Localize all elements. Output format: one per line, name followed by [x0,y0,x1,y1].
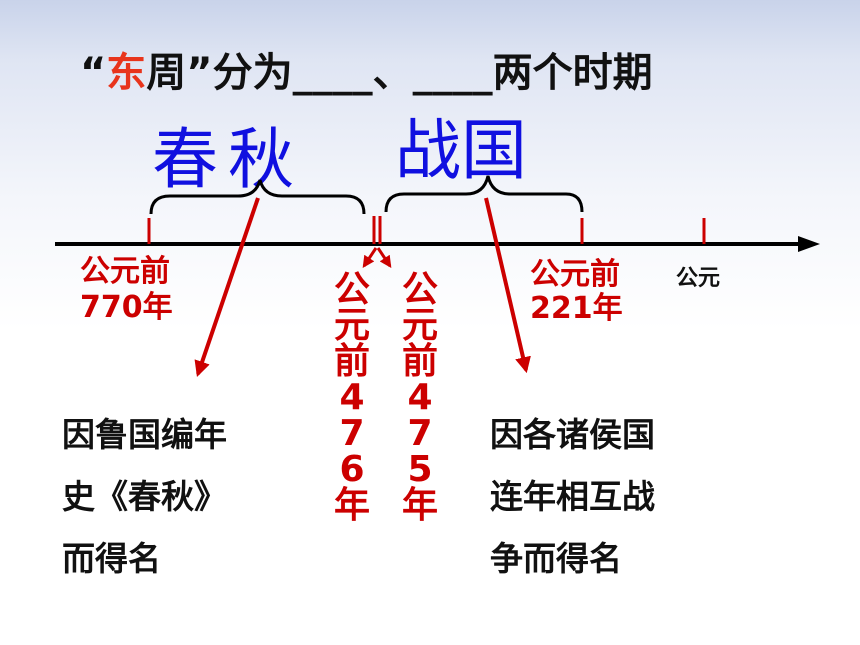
desc-warring-states: 因各诸侯国 连年相互战 争而得名 [490,404,655,590]
label-475bc-vertical: 公元前475年 [401,269,438,526]
label-221bc: 公元前 221年 [530,258,623,326]
label-221bc-line2: 221年 [530,291,623,326]
label-770bc: 公元前 770年 [80,254,173,326]
arrow-warring-states-desc [484,197,531,374]
label-476bc-vertical: 公元前476年 [333,269,370,526]
brace-spring-autumn [149,179,366,215]
brace-warring-states [384,175,584,213]
desc-spring-autumn-line: 史《春秋》 [62,477,227,516]
desc-spring-autumn-line: 因鲁国编年 [62,415,227,454]
desc-warring-states-line: 连年相互战 [490,477,655,516]
title-open-quote: “ [80,50,107,96]
title-highlight: 东 [106,50,147,96]
desc-warring-states-line: 争而得名 [490,539,622,578]
label-221bc-line1: 公元前 [530,257,620,292]
label-770bc-line1: 公元前 [80,254,170,289]
title-rest: 周”分为____、____两个时期 [146,50,653,96]
label-era-start: 公元 [676,266,721,291]
desc-spring-autumn: 因鲁国编年 史《春秋》 而得名 [62,404,227,590]
arrow-split-476 [362,247,378,268]
timeline-arrowhead [798,236,820,252]
desc-spring-autumn-line: 而得名 [62,539,161,578]
label-770bc-line2: 770年 [80,290,173,325]
arrow-spring-autumn-desc [194,197,260,378]
arrow-split-475 [376,247,392,268]
desc-warring-states-line: 因各诸侯国 [490,415,655,454]
slide-title: “东周”分为____、____两个时期 [80,40,653,98]
period-spring-autumn: 春秋 [152,121,304,198]
period-warring-states: 战国 [395,112,527,189]
